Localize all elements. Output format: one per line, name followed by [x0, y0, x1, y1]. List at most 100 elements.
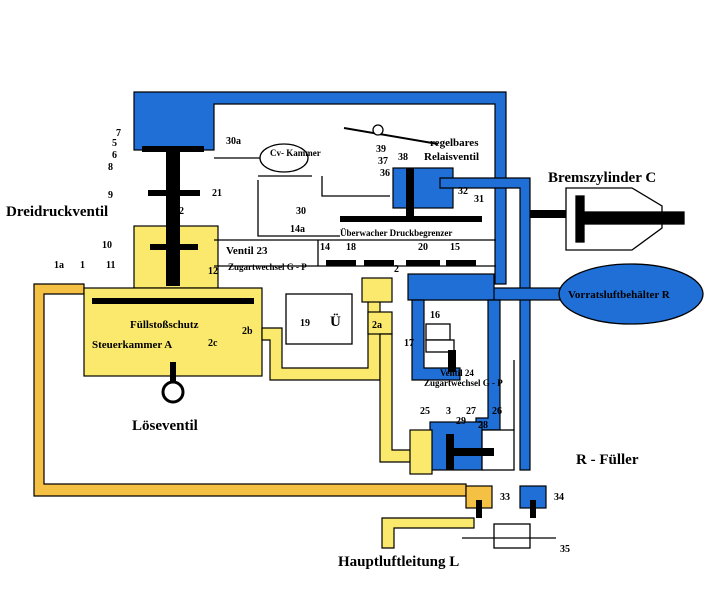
num-39: 39	[376, 144, 386, 155]
label-zugartwechsel-2: Zugartwechsel G - P	[424, 378, 503, 388]
num-18: 18	[346, 242, 356, 253]
bremszylinder-piston	[575, 195, 585, 243]
num-16: 16	[430, 310, 440, 321]
num-32: 32	[458, 186, 468, 197]
num-26: 26	[492, 406, 502, 417]
label-relaisventil: Relaisventil	[424, 151, 479, 163]
relay-stem	[406, 168, 414, 218]
num-35: 35	[560, 544, 570, 555]
label-ue: Ü	[330, 313, 341, 330]
reference-numbers: 1 1a 2 2a 2b 2c 3 5 6 7 8 9 10 11 12 14 …	[54, 128, 570, 555]
dreidruck-mid-disc	[148, 190, 200, 196]
label-ventil-23: Ventil 23	[226, 245, 268, 257]
num-17: 17	[404, 338, 414, 349]
label-ueberwacher: Überwacher Druckbegrenzer	[340, 228, 452, 238]
num-2: 2	[394, 264, 399, 275]
label-zugartwechsel-1: Zugartwechsel G - P	[228, 262, 307, 272]
label-regelbares: regelbares	[430, 137, 479, 149]
num-3: 3	[446, 406, 451, 417]
num-5: 5	[112, 138, 117, 149]
hauptluftleitung-pipe	[381, 517, 475, 549]
num-1a: 1a	[54, 260, 64, 271]
structural-lines	[214, 124, 556, 549]
num-27: 27	[466, 406, 476, 417]
r-fueller-blue-chamber	[429, 421, 483, 471]
label-dreidruckventil: Dreidruckventil	[6, 204, 108, 220]
blue-valve-block	[407, 273, 495, 301]
num-14: 14	[320, 242, 330, 253]
blue-pressure-system	[133, 91, 561, 509]
label-hauptluftleitung: Hauptluftleitung L	[338, 554, 459, 570]
relay-outline	[257, 175, 390, 237]
valve-17-body	[425, 339, 455, 353]
label-fuellstossschutz: Füllstoßschutz	[130, 319, 199, 331]
valve-2-yellow-block	[361, 277, 393, 303]
num-19: 19	[300, 318, 310, 329]
label-steuerkammer: Steuerkammer A	[92, 339, 172, 351]
num-34: 34	[554, 492, 564, 503]
num-15: 15	[450, 242, 460, 253]
num-28: 28	[478, 420, 488, 431]
valve-14-plate	[326, 260, 356, 266]
valve-16-body	[425, 323, 451, 341]
loeseventil-stem	[170, 362, 176, 386]
dreidruck-lower-disc	[150, 244, 198, 250]
label-ventil-24: Ventil 24	[440, 368, 474, 378]
num-25: 25	[420, 406, 430, 417]
num-30a: 30a	[226, 136, 241, 147]
num-22: 22	[174, 206, 184, 217]
num-21: 21	[212, 188, 222, 199]
r-fueller-rod	[454, 448, 494, 456]
num-6: 6	[112, 150, 117, 161]
bremszylinder	[530, 187, 685, 251]
label-vorratsluftbehaelter: Vorratsluftbehälter R	[568, 289, 671, 301]
num-7: 7	[116, 128, 121, 139]
num-1: 1	[80, 260, 85, 271]
num-12: 12	[208, 266, 218, 277]
num-2c: 2c	[208, 338, 218, 349]
vorratsluftbehaelter-tank	[558, 263, 704, 325]
relay-lever	[343, 127, 439, 145]
label-r-fueller: R - Füller	[576, 452, 639, 468]
num-14a: 14a	[290, 224, 305, 235]
label-cv-kammer-text: Cv- Kammer	[270, 148, 321, 158]
num-38: 38	[398, 152, 408, 163]
num-33: 33	[500, 492, 510, 503]
orange-outer-loop	[33, 283, 467, 497]
num-10: 10	[102, 240, 112, 251]
loeseventil-ring	[161, 380, 185, 404]
blue-pipe-valve24	[411, 299, 461, 381]
valve-35-body	[493, 523, 531, 549]
relay-diaphragm	[340, 216, 482, 222]
blue-pipe-brake-cylinder	[439, 177, 531, 471]
steuerkammer-diaphragm	[92, 298, 254, 304]
num-2a: 2a	[372, 320, 382, 331]
text-labels: Dreidruckventil Bremszylinder C Vorratsl…	[6, 137, 671, 570]
label-bremszylinder: Bremszylinder C	[548, 170, 656, 186]
num-9: 9	[108, 190, 113, 201]
num-29: 29	[456, 416, 466, 427]
valve-2-plate	[364, 260, 394, 266]
num-20: 20	[418, 242, 428, 253]
valve-15-plate	[446, 260, 476, 266]
num-2b: 2b	[242, 326, 253, 337]
num-30: 30	[296, 206, 306, 217]
num-36: 36	[380, 168, 390, 179]
num-11: 11	[106, 260, 115, 271]
valve-34-stem	[530, 500, 536, 518]
relay-lever-pivot	[372, 124, 384, 136]
ue-chamber	[285, 293, 353, 345]
bremszylinder-rod	[583, 211, 685, 225]
r-fueller-piston	[446, 434, 454, 470]
valve-24-piston	[448, 350, 456, 372]
num-8: 8	[108, 162, 113, 173]
r-fueller-yellow-chamber	[409, 429, 433, 475]
valve-33-stem	[476, 500, 482, 518]
label-cv-kammer: Cv- Kammer	[270, 148, 321, 158]
valve-20-plate	[406, 260, 440, 266]
num-37: 37	[378, 156, 388, 167]
valve-pistons	[92, 146, 536, 518]
num-31: 31	[474, 194, 484, 205]
label-loeseventil: Löseventil	[132, 418, 198, 434]
